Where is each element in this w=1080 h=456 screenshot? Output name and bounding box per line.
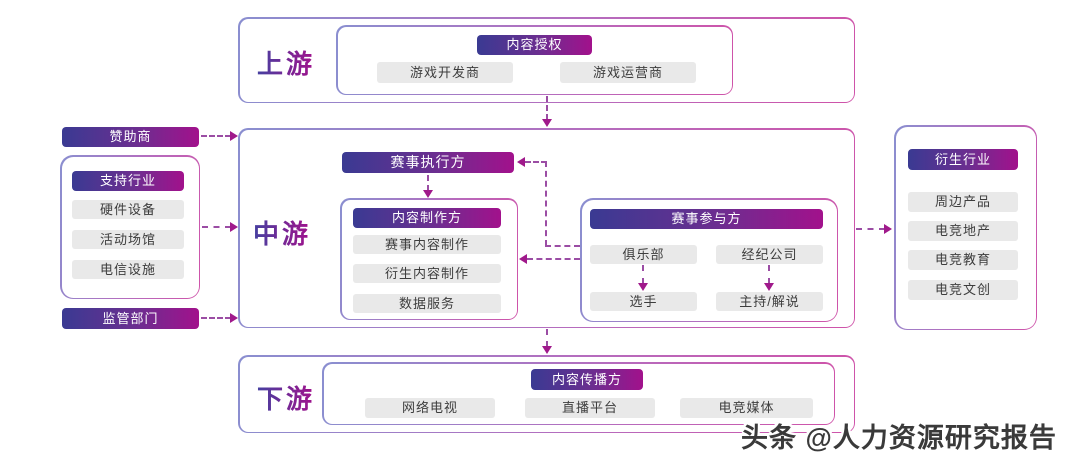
- game-developer-item: 游戏开发商: [377, 62, 513, 83]
- sponsor-badge: 赞助商: [62, 127, 199, 147]
- event-content-production-item: 赛事内容制作: [353, 235, 501, 254]
- agency-item: 经纪公司: [716, 245, 823, 264]
- participant-to-producer-line: [527, 258, 580, 260]
- event-participant-badge: 赛事参与方: [590, 209, 823, 229]
- club-to-player-arrow-line: [642, 265, 644, 284]
- content-licensing-badge: 内容授权: [477, 35, 592, 55]
- streaming-platform-item: 直播平台: [525, 398, 655, 418]
- midstream-to-downstream-arrow-line: [546, 329, 548, 347]
- derivative-arrow-line: [856, 228, 885, 230]
- participant-to-executor-line-top: [525, 161, 547, 163]
- esports-cultural-item: 电竞文创: [908, 280, 1018, 300]
- regulator-badge: 监管部门: [62, 308, 199, 329]
- upstream-to-midstream-arrowhead-icon: [542, 119, 552, 127]
- sponsor-arrow-line: [201, 135, 231, 137]
- club-to-player-arrowhead-icon: [638, 283, 648, 291]
- watermark-text: 头条 @人力资源研究报告: [741, 423, 1057, 453]
- participant-to-executor-line-bottom: [545, 245, 580, 247]
- host-commentator-item: 主持/解说: [716, 292, 823, 311]
- player-item: 选手: [590, 292, 697, 311]
- executor-to-producer-arrow-line: [427, 175, 429, 191]
- data-service-item: 数据服务: [353, 294, 501, 313]
- support-arrowhead-icon: [230, 222, 238, 232]
- esports-realestate-item: 电竞地产: [908, 221, 1018, 241]
- hardware-equipment-item: 硬件设备: [72, 200, 184, 219]
- telecom-facility-item: 电信设施: [72, 260, 184, 279]
- event-venue-item: 活动场馆: [72, 230, 184, 249]
- content-producer-badge: 内容制作方: [353, 208, 501, 228]
- participant-to-executor-arrowhead-icon: [517, 157, 525, 167]
- support-arrow-line: [202, 226, 231, 228]
- executor-to-producer-arrowhead-icon: [423, 190, 433, 198]
- derivative-arrowhead-icon: [884, 224, 892, 234]
- derivative-content-production-item: 衍生内容制作: [353, 264, 501, 283]
- midstream-label: 中游: [253, 214, 311, 251]
- agency-to-host-arrow-line: [768, 265, 770, 284]
- esports-education-item: 电竞教育: [908, 250, 1018, 270]
- event-executor-badge: 赛事执行方: [342, 152, 514, 173]
- downstream-label: 下游: [257, 379, 315, 416]
- regulator-arrow-line: [201, 317, 231, 319]
- support-industry-badge: 支持行业: [72, 171, 184, 191]
- upstream-label: 上游: [257, 44, 315, 81]
- participant-to-executor-line-vertical: [545, 161, 547, 246]
- peripheral-product-item: 周边产品: [908, 192, 1018, 212]
- sponsor-arrowhead-icon: [230, 131, 238, 141]
- esports-media-item: 电竞媒体: [680, 398, 813, 418]
- content-distributor-badge: 内容传播方: [531, 369, 643, 390]
- club-item: 俱乐部: [590, 245, 697, 264]
- agency-to-host-arrowhead-icon: [764, 283, 774, 291]
- midstream-to-downstream-arrowhead-icon: [542, 346, 552, 354]
- game-operator-item: 游戏运营商: [560, 62, 696, 83]
- derivative-industry-badge: 衍生行业: [908, 149, 1018, 170]
- participant-to-producer-arrowhead-icon: [519, 254, 527, 264]
- regulator-arrowhead-icon: [230, 313, 238, 323]
- online-tv-item: 网络电视: [365, 398, 495, 418]
- upstream-to-midstream-arrow-line: [546, 96, 548, 120]
